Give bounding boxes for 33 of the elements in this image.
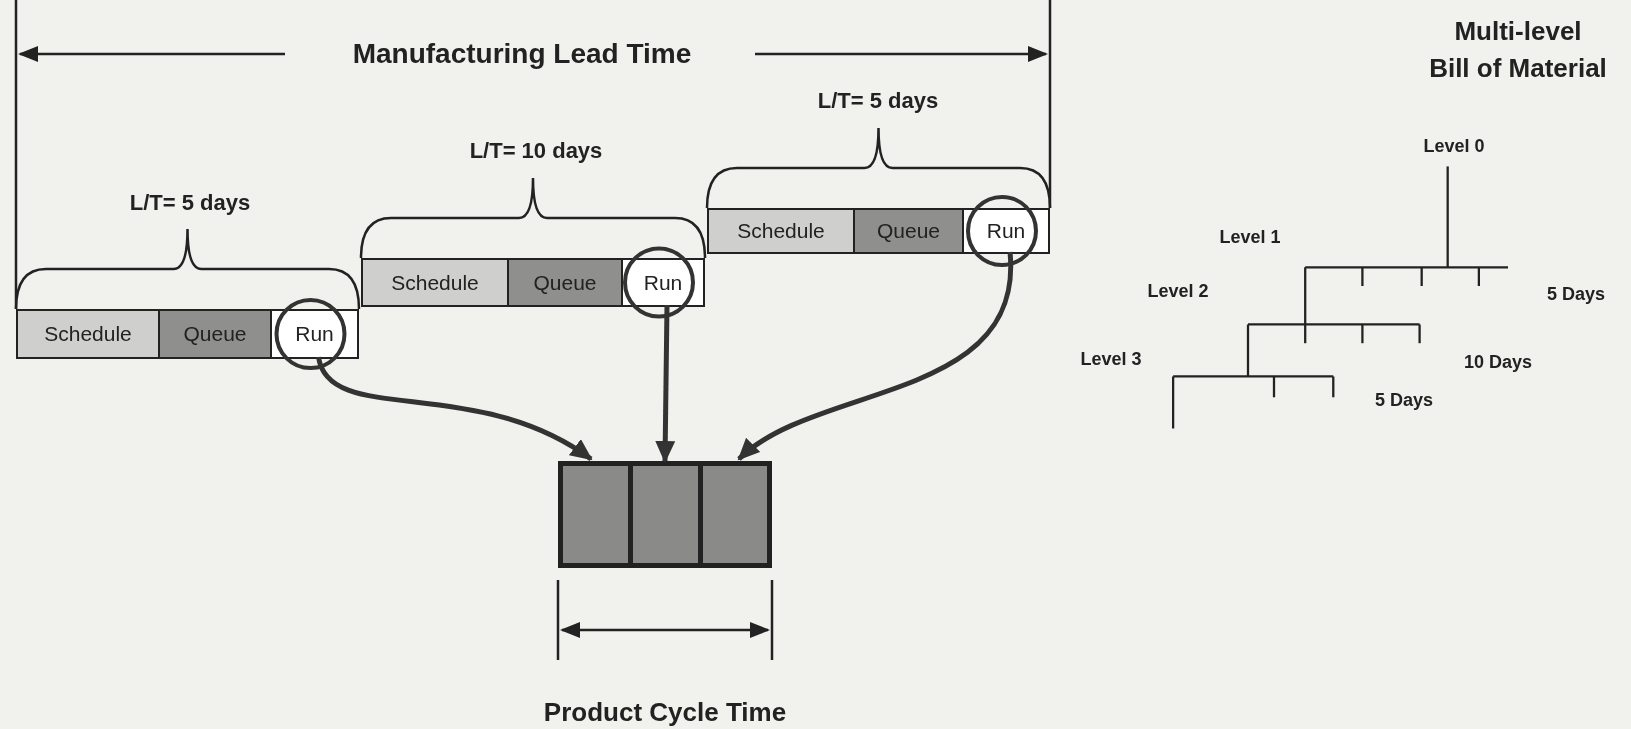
arrow	[316, 356, 593, 462]
heading: Bill of Material	[1429, 52, 1607, 84]
lead-time-label: 5 Days	[1375, 389, 1433, 411]
step-cell: Schedule	[709, 210, 855, 252]
lead-time-label: L/T= 5 days	[129, 190, 251, 216]
step-cell: Queue	[160, 311, 272, 357]
level-label: Level 1	[1219, 226, 1281, 248]
step-cell: Schedule	[363, 260, 509, 305]
level-label: Level 3	[1080, 348, 1142, 370]
level-label: Level 0	[1423, 135, 1485, 157]
process-bar	[707, 208, 1050, 254]
segment-cell	[700, 463, 770, 566]
process-bar	[361, 258, 705, 307]
process-bar	[16, 309, 359, 359]
lead-time-label: L/T= 10 days	[469, 138, 603, 164]
level-label: Level 2	[1147, 280, 1209, 302]
step-cell: Run	[272, 311, 357, 357]
dimension-label: Manufacturing Lead Time	[352, 38, 692, 70]
dimension-label: Product Cycle Time	[543, 696, 787, 728]
step-cell: Run	[623, 260, 703, 305]
segment-cell	[560, 463, 630, 566]
step-cell: Queue	[855, 210, 964, 252]
product-box	[558, 461, 772, 568]
step-cell: Queue	[509, 260, 623, 305]
step-cell: Schedule	[18, 311, 160, 357]
lead-time-label: 5 Days	[1547, 283, 1605, 305]
lead-time-label: 10 Days	[1463, 351, 1533, 373]
step-cell: Run	[964, 210, 1048, 252]
segment-cell	[630, 463, 700, 566]
arrow	[655, 304, 676, 463]
heading: Multi-level	[1454, 15, 1582, 47]
lead-time-label: L/T= 5 days	[817, 88, 939, 114]
arrow	[737, 251, 1013, 461]
